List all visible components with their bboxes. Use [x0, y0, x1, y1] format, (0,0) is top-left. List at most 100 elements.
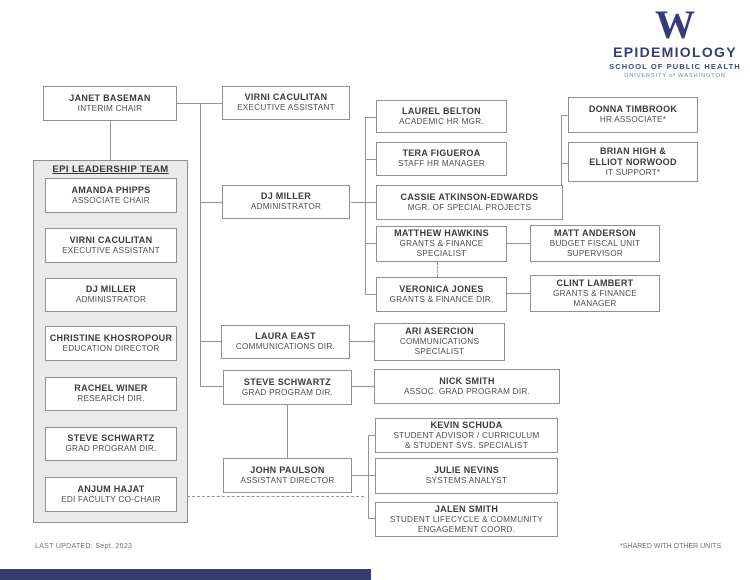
person-role: STUDENT LIFECYCLE & COMMUNITY ENGAGEMENT… [389, 514, 544, 534]
person-name: STEVE SCHWARTZ [67, 433, 155, 444]
connector-line [200, 103, 201, 386]
logo-university: UNIVERSITY of WASHINGTON [624, 73, 726, 79]
person-name: DJ MILLER [260, 191, 312, 202]
person-role: STAFF HR MANAGER [397, 159, 486, 169]
person-name: MATT ANDERSON [554, 227, 636, 238]
footer-accent-bar [0, 569, 371, 580]
box-john-paulson: JOHN PAULSON ASSISTANT DIRECTOR [223, 458, 352, 493]
uw-logo-block: W EPIDEMIOLOGY SCHOOL OF PUBLIC HEALTH U… [600, 2, 750, 80]
person-role: RESEARCH DIR. [77, 394, 145, 404]
person-name: ARI ASERCION [405, 326, 474, 337]
connector-line [352, 475, 375, 476]
connector-line [507, 293, 530, 294]
connector-line [177, 103, 222, 104]
box-ari-asercion: ARI ASERCION COMMUNICATIONS SPECIALIST [374, 323, 505, 361]
box-matthew-hawkins: MATTHEW HAWKINS GRANTS & FINANCE SPECIAL… [376, 226, 507, 262]
box-steve-schwartz: STEVE SCHWARTZ GRAD PROGRAM DIR. [223, 370, 352, 405]
connector-line [352, 386, 374, 387]
logo-subtitle: SCHOOL OF PUBLIC HEALTH [609, 62, 741, 71]
connector-line [365, 117, 376, 118]
person-name: JALEN SMITH [434, 503, 499, 514]
person-name: JOHN PAULSON [250, 464, 325, 475]
person-name: VIRNI CACULITAN [69, 234, 153, 245]
connector-line [507, 243, 530, 244]
connector-line [561, 115, 568, 116]
person-name: JULIE NEVINS [433, 465, 500, 476]
last-updated-note: LAST UPDATED: Sept. 2023 [35, 543, 133, 550]
person-name: ANJUM HAJAT [77, 483, 145, 494]
box-cassie-atkinson-edwards: CASSIE ATKINSON-EDWARDS MGR. OF SPECIAL … [376, 185, 563, 220]
person-role: EDUCATION DIRECTOR [62, 343, 160, 353]
person-role: EXECUTIVE ASSISTANT [62, 245, 160, 255]
connector-line-dashed [437, 262, 439, 277]
box-janet-baseman: JANET BASEMAN INTERIM CHAIR [43, 86, 177, 121]
box-matt-anderson: MATT ANDERSON BUDGET FISCAL UNIT SUPERVI… [530, 225, 660, 262]
person-role: HR ASSOCIATE* [599, 115, 667, 125]
person-name: CHRISTINE KHOSROPOUR [49, 332, 173, 343]
box-julie-nevins: JULIE NEVINS SYSTEMS ANALYST [375, 458, 558, 494]
connector-line [200, 386, 223, 387]
box-amanda-phipps: AMANDA PHIPPS ASSOCIATE CHAIR [45, 178, 177, 213]
box-nick-smith: NICK SMITH ASSOC. GRAD PROGRAM DIR. [374, 369, 560, 404]
person-role: STUDENT ADVISOR / CURRICULUM & STUDENT S… [393, 430, 540, 450]
person-name: AMANDA PHIPPS [71, 184, 151, 195]
person-name: KEVIN SCHUDA [430, 419, 503, 430]
person-name: CASSIE ATKINSON-EDWARDS [400, 191, 539, 202]
box-brian-high-elliot-norwood: BRIAN HIGH & ELLIOT NORWOOD IT SUPPORT* [568, 142, 698, 182]
person-name: TERA FIGUEROA [402, 148, 481, 159]
person-role: EDI FACULTY CO-CHAIR [61, 494, 161, 504]
box-veronica-jones: VERONICA JONES GRANTS & FINANCE DIR. [376, 277, 507, 312]
person-role: GRANTS & FINANCE MANAGER [552, 288, 638, 308]
person-role: COMMUNICATIONS DIR. [235, 342, 336, 352]
connector-line [110, 121, 111, 160]
person-role: ASSOCIATE CHAIR [72, 195, 150, 205]
box-steve-schwartz-panel: STEVE SCHWARTZ GRAD PROGRAM DIR. [45, 427, 177, 461]
leadership-panel-header: EPI LEADERSHIP TEAM [52, 164, 169, 175]
connector-line [365, 117, 366, 294]
person-role: COMMUNICATIONS SPECIALIST [399, 337, 480, 357]
person-role: ASSISTANT DIRECTOR [240, 475, 335, 485]
connector-line [365, 159, 376, 160]
box-virni-caculitan-panel: VIRNI CACULITAN EXECUTIVE ASSISTANT [45, 228, 177, 263]
person-name: LAUREL BELTON [402, 105, 481, 116]
person-name: DJ MILLER [85, 284, 137, 295]
person-role: ADMINISTRATOR [250, 202, 322, 212]
person-name: DONNA TIMBROOK [588, 104, 678, 115]
person-name: MATTHEW HAWKINS [394, 228, 489, 239]
connector-line [368, 518, 375, 519]
person-role: GRAD PROGRAM DIR. [65, 444, 157, 454]
connector-line [561, 115, 562, 185]
person-role: ASSOC. GRAD PROGRAM DIR. [403, 386, 531, 396]
connector-line [365, 243, 376, 244]
person-role: GRANTS & FINANCE DIR. [389, 294, 494, 304]
person-role: MGR. OF SPECIAL PROJECTS [407, 202, 532, 212]
connector-line [351, 202, 376, 203]
person-role: EXECUTIVE ASSISTANT [237, 103, 335, 113]
connector-line-dashed [177, 496, 364, 497]
person-role: ADMINISTRATOR [75, 295, 147, 305]
person-name: JANET BASEMAN [69, 92, 151, 103]
person-name: RACHEL WINER [74, 383, 148, 394]
box-donna-timbrook: DONNA TIMBROOK HR ASSOCIATE* [568, 97, 698, 133]
box-dj-miller-panel: DJ MILLER ADMINISTRATOR [45, 278, 177, 312]
person-role: IT SUPPORT* [605, 167, 661, 177]
person-role: ACADEMIC HR MGR. [399, 116, 484, 126]
connector-line [365, 294, 376, 295]
shared-units-note: *SHARED WITH OTHER UNITS [620, 543, 722, 550]
uw-w-logo-icon: W [655, 2, 695, 47]
box-virni-caculitan: VIRNI CACULITAN EXECUTIVE ASSISTANT [222, 86, 350, 120]
box-rachel-winer: RACHEL WINER RESEARCH DIR. [45, 377, 177, 411]
person-name: VERONICA JONES [399, 283, 484, 294]
person-role: BUDGET FISCAL UNIT SUPERVISOR [549, 238, 641, 258]
person-role: INTERIM CHAIR [77, 103, 143, 113]
person-role: GRAD PROGRAM DIR. [241, 387, 334, 397]
box-jalen-smith: JALEN SMITH STUDENT LIFECYCLE & COMMUNIT… [375, 502, 558, 537]
connector-line [350, 341, 374, 342]
connector-line [368, 435, 375, 436]
box-tera-figueroa: TERA FIGUEROA STAFF HR MANAGER [376, 142, 507, 176]
person-role: GRANTS & FINANCE SPECIALIST [399, 239, 484, 259]
box-laura-east: LAURA EAST COMMUNICATIONS DIR. [221, 325, 350, 359]
box-kevin-schuda: KEVIN SCHUDA STUDENT ADVISOR / CURRICULU… [375, 418, 558, 453]
box-clint-lambert: CLINT LAMBERT GRANTS & FINANCE MANAGER [530, 275, 660, 312]
box-christine-khosropour: CHRISTINE KHOSROPOUR EDUCATION DIRECTOR [45, 326, 177, 361]
